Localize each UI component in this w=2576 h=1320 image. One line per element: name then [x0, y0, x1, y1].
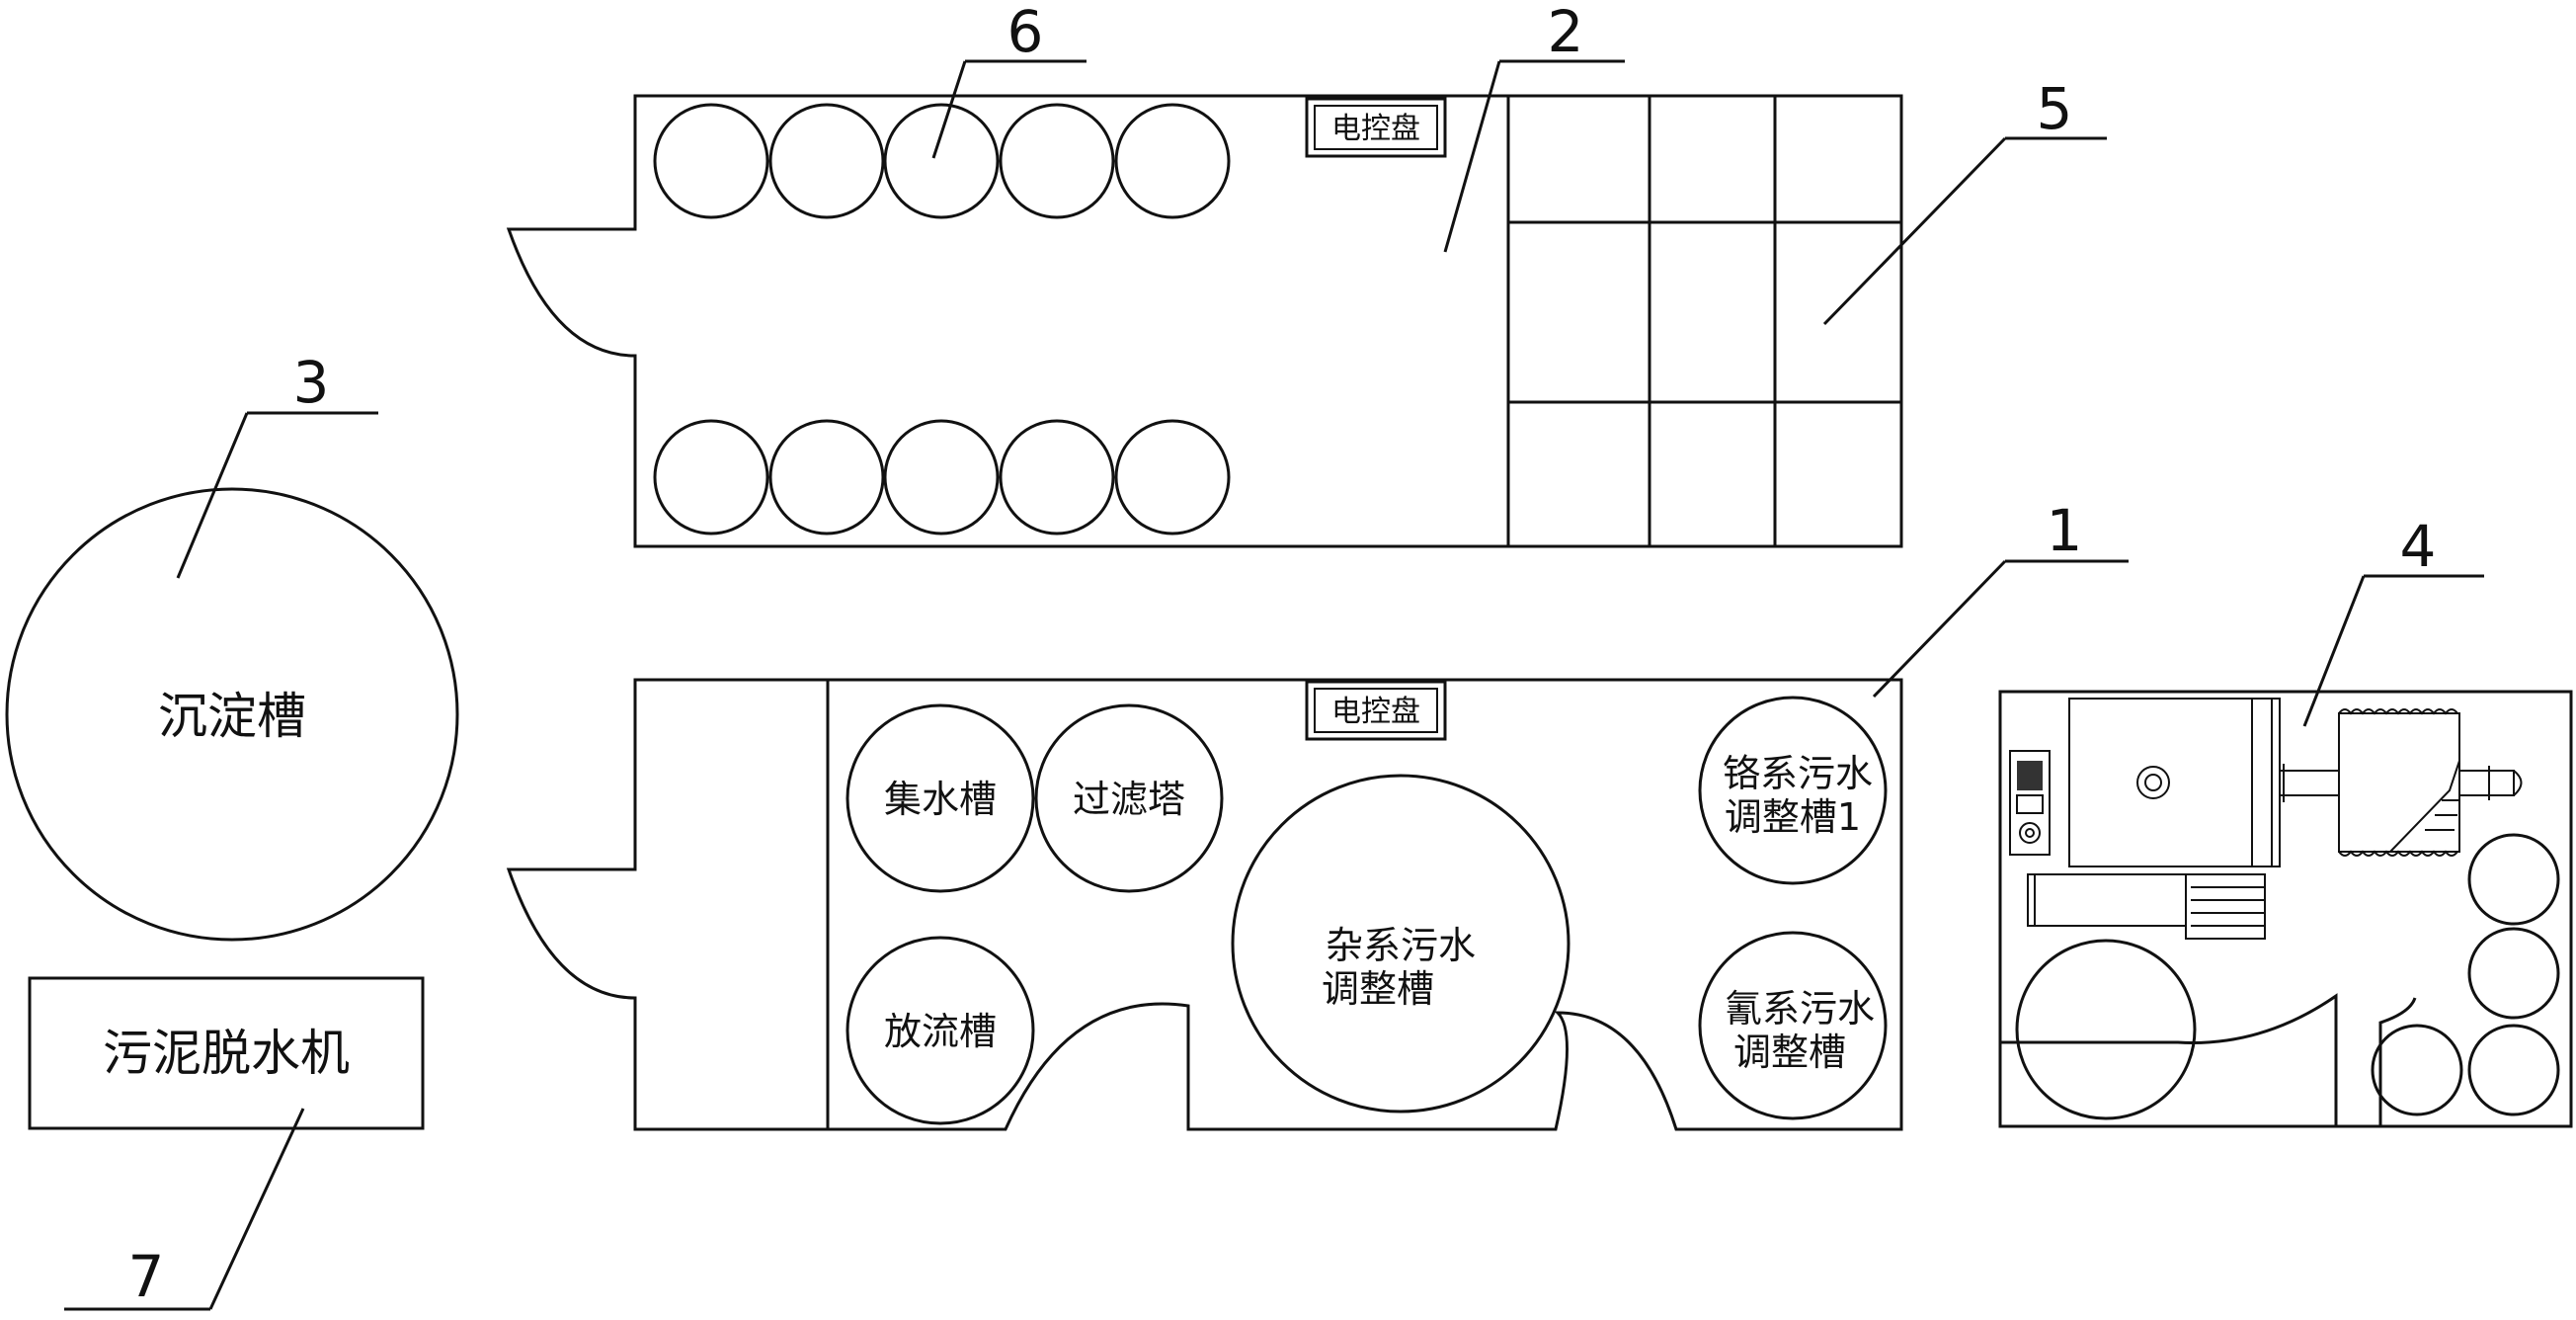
leader-7: 7: [64, 1108, 305, 1311]
grid-room-5: [1508, 96, 1901, 546]
cyanide-wastewater-label-line1: 氰系污水: [1725, 987, 1875, 1031]
mixed-wastewater-tank: 杂系污水 调整槽: [1231, 774, 1570, 1114]
leader-4: 4: [2302, 513, 2484, 727]
mixed-wastewater-label-line1: 杂系污水: [1326, 924, 1476, 967]
tank-circle: [883, 419, 1000, 536]
label-number-6: 6: [1007, 0, 1044, 65]
cyanide-wastewater-tank: 氰系污水 调整槽: [1698, 931, 1888, 1120]
equipment-area-inner-wall-2: [2378, 997, 2417, 1126]
chromium-wastewater-label-line2: 调整槽1: [1725, 795, 1861, 839]
tank-circle: [999, 419, 1115, 536]
equipment-tank-small: [2467, 833, 2560, 926]
tank-row-bottom: [653, 419, 1231, 536]
equipment-tank-small: [2467, 927, 2560, 1020]
tank-circle: [883, 103, 1000, 219]
leader-1: 1: [1872, 497, 2129, 699]
label-number-3: 3: [293, 349, 330, 416]
building-1-outline: [506, 678, 1903, 1131]
collection-tank-label: 集水槽: [884, 778, 997, 821]
label-number-7: 7: [128, 1243, 165, 1310]
building-1: 电控盘 集水槽 过滤塔 放流槽 杂系污水 调整槽 铬系污水 调整槽1 氰系污水 …: [506, 678, 1903, 1131]
tank-circle: [1114, 419, 1231, 536]
mixed-wastewater-label-line2: 调整槽: [1322, 967, 1434, 1011]
collection-tank: 集水槽: [845, 703, 1035, 893]
tank-circle: [999, 103, 1115, 219]
tank-circle: [768, 419, 885, 536]
pipe-connections: [2280, 764, 2523, 802]
leader-2: 2: [1443, 0, 1625, 253]
filter-press-unit: [2338, 708, 2460, 857]
sludge-dewatering-machine: 污泥脱水机: [28, 976, 425, 1130]
tank-circle: [653, 103, 769, 219]
leader-3: 3: [176, 349, 378, 579]
tank-circle: [1114, 103, 1231, 219]
sludge-dewatering-machine-label: 污泥脱水机: [103, 1025, 350, 1082]
leader-5: 5: [1822, 75, 2107, 326]
building-2: 电控盘: [506, 94, 1903, 548]
filter-tower-label: 过滤塔: [1073, 778, 1185, 821]
reactor-box: [2068, 698, 2281, 867]
label-number-4: 4: [2400, 513, 2437, 580]
discharge-tank: 放流槽: [845, 936, 1035, 1125]
tank-circle: [653, 419, 769, 536]
label-number-5: 5: [2037, 75, 2073, 142]
equipment-tank-large: [2015, 939, 2197, 1120]
control-panel-top-label: 电控盘: [1331, 112, 1420, 146]
label-number-2: 2: [1548, 0, 1584, 65]
equipment-area-4: [1998, 690, 2573, 1128]
equipment-area-outline: [1998, 690, 2573, 1128]
control-panel-top: 电控盘: [1305, 97, 1447, 158]
discharge-tank-label: 放流槽: [884, 1010, 997, 1053]
building-2-outline: [506, 94, 1903, 548]
tank-circle: [768, 103, 885, 219]
label-number-1: 1: [2047, 497, 2083, 564]
control-panel-bottom: 电控盘: [1305, 680, 1447, 741]
leader-6: 6: [931, 0, 1087, 159]
tank-row-top: [653, 103, 1231, 219]
cyanide-wastewater-label-line2: 调整槽: [1733, 1031, 1846, 1074]
control-panel-bottom-label: 电控盘: [1331, 695, 1420, 729]
sedimentation-tank: 沉淀槽: [5, 487, 459, 942]
sedimentation-tank-label: 沉淀槽: [158, 688, 306, 745]
equipment-area-inner-wall: [2000, 993, 2338, 1126]
chromium-wastewater-tank: 铬系污水 调整槽1: [1698, 696, 1888, 885]
pump-unit: [2009, 750, 2051, 856]
conveyor-stairs: [2027, 873, 2266, 940]
chromium-wastewater-label-line1: 铬系污水: [1723, 752, 1873, 795]
equipment-tank-small: [2467, 1024, 2560, 1116]
filter-tower: 过滤塔: [1034, 703, 1224, 893]
equipment-tank-small: [2371, 1024, 2463, 1116]
